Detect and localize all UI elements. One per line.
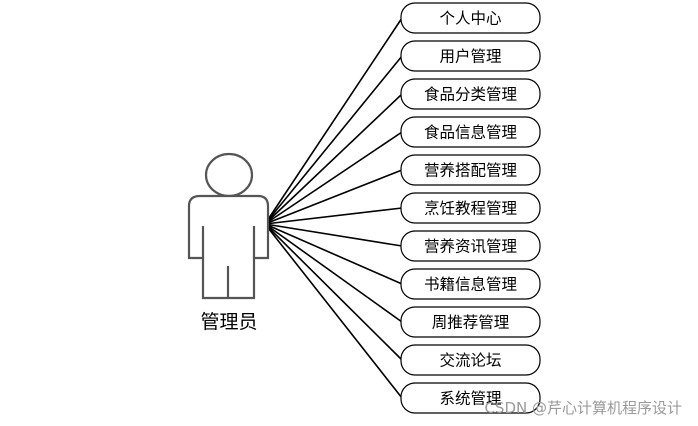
use-case-label: 个人中心 <box>439 10 501 28</box>
use-case-item: 交流论坛 <box>400 344 541 376</box>
association-line <box>264 55 403 225</box>
use-case-list: 个人中心用户管理食品分类管理食品信息管理营养搭配管理烹饪教程管理营养资讯管理书籍… <box>400 2 541 414</box>
association-line <box>264 207 403 225</box>
watermark: CSDN @芹心计算机程序设计 <box>484 399 682 417</box>
use-case-item: 用户管理 <box>400 40 541 72</box>
use-case-item: 个人中心 <box>400 2 541 34</box>
use-case-label: 交流论坛 <box>439 352 501 370</box>
actor-head <box>204 152 254 198</box>
use-case-box <box>400 268 541 300</box>
association-line <box>264 93 403 225</box>
use-case-label: 书籍信息管理 <box>424 276 517 294</box>
actor-figure: 管理员 <box>187 152 270 333</box>
use-case-box <box>400 192 541 224</box>
use-case-label: 营养搭配管理 <box>424 162 517 180</box>
actor-body <box>187 194 270 300</box>
use-case-box <box>400 230 541 262</box>
use-case-item: 食品分类管理 <box>400 78 541 110</box>
use-case-box <box>400 2 541 34</box>
use-case-item: 营养资讯管理 <box>400 230 541 262</box>
association-line <box>264 223 403 285</box>
use-case-item: 营养搭配管理 <box>400 154 541 186</box>
use-case-box <box>400 154 541 186</box>
use-case-box <box>400 78 541 110</box>
use-case-label: 烹饪教程管理 <box>424 199 517 218</box>
association-line <box>264 223 403 323</box>
use-case-label: 食品分类管理 <box>424 86 517 104</box>
use-case-label: 周推荐管理 <box>432 314 510 332</box>
use-case-label: 系统管理 <box>439 390 501 408</box>
association-line <box>264 169 403 225</box>
use-case-item: 系统管理 <box>400 382 541 414</box>
use-case-label: 食品信息管理 <box>424 124 517 142</box>
use-case-item: 食品信息管理 <box>400 116 541 148</box>
use-case-label: 营养资讯管理 <box>424 238 517 256</box>
association-line <box>264 223 403 399</box>
association-line <box>264 223 403 247</box>
use-case-box <box>400 306 541 338</box>
use-case-box <box>400 344 541 376</box>
use-case-label: 用户管理 <box>439 48 501 66</box>
association-lines <box>264 17 403 399</box>
association-line <box>264 223 403 361</box>
association-line <box>264 17 403 225</box>
use-case-box <box>400 382 541 414</box>
use-case-box <box>400 40 541 72</box>
use-case-box <box>400 116 541 148</box>
use-case-item: 书籍信息管理 <box>400 268 541 300</box>
association-line <box>264 131 403 225</box>
use-case-item: 周推荐管理 <box>400 306 541 338</box>
use-case-item: 烹饪教程管理 <box>400 192 541 224</box>
actor-name: 管理员 <box>200 311 257 333</box>
